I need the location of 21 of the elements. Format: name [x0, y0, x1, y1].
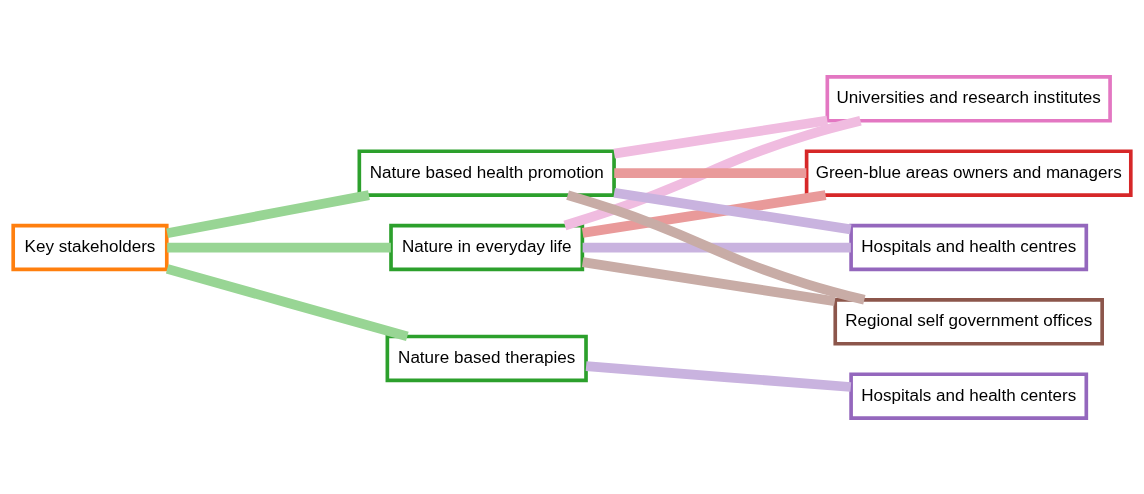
node-box: Hospitals and health centres — [849, 223, 1089, 271]
connector — [566, 189, 866, 305]
connector — [613, 187, 852, 234]
node-box: Universities and research institutes — [825, 74, 1112, 123]
connector — [613, 115, 829, 158]
connector — [563, 115, 862, 230]
node-box: Regional self government offices — [833, 297, 1104, 346]
node-box: Green-blue areas owners and managers — [804, 148, 1133, 197]
node-box: Nature based health promotion — [357, 148, 616, 197]
node-box: Nature in everyday life — [389, 223, 585, 271]
connector — [166, 189, 370, 238]
connector — [167, 242, 391, 252]
connector — [614, 167, 807, 178]
connector — [582, 242, 851, 252]
connector — [581, 189, 827, 238]
node-box: Key stakeholders — [11, 223, 169, 271]
node-box: Hospitals and health centers — [849, 371, 1089, 420]
connector — [165, 263, 409, 341]
node-box: Nature based therapies — [385, 334, 588, 382]
connector — [581, 256, 836, 306]
connector — [585, 360, 852, 392]
